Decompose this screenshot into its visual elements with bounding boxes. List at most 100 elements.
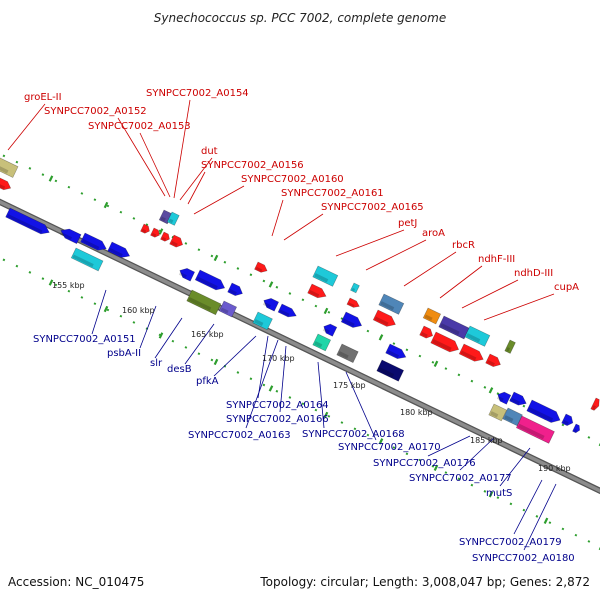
major-tick: [158, 228, 164, 235]
callout-line: [187, 171, 206, 205]
callout-line: [317, 361, 325, 429]
major-tick: [488, 387, 494, 394]
gene-indigo: [438, 315, 470, 340]
gene-blue: [509, 391, 527, 406]
major-tick: [103, 305, 109, 313]
gene-slateblue: [218, 300, 238, 318]
major-tick: [323, 411, 329, 419]
topology-label: Topology: circular; Length: 3,008,047 bp…: [259, 575, 590, 589]
callout-line: [439, 265, 483, 299]
major-tick: [433, 464, 439, 472]
gene-label-lower: pfkA: [196, 376, 219, 387]
callout-line: [483, 293, 555, 321]
gene-label-upper: SYNPCC7002_A0152: [44, 106, 147, 117]
gene-blue: [385, 343, 407, 359]
gene-cyan: [350, 282, 360, 294]
tick-dot: [223, 260, 227, 264]
callout-line: [335, 229, 405, 257]
callout-line: [345, 371, 377, 441]
tick-dot: [262, 383, 266, 387]
gene-label-upper: groEL-II: [24, 92, 62, 103]
tick-dot: [431, 465, 435, 468]
tick-dot: [15, 264, 19, 268]
callout-line: [257, 335, 269, 399]
tick-dot: [119, 314, 123, 318]
gene-label-upper: SYNPCC7002_A0153: [88, 121, 191, 132]
tick-dot: [522, 404, 526, 408]
tick-dot: [288, 396, 292, 399]
callout-line: [365, 239, 427, 271]
tick-dot: [119, 210, 123, 214]
gene-cyan: [312, 265, 339, 287]
gene-olive: [186, 289, 222, 316]
tick-label: 155 kbp: [52, 281, 85, 290]
gene-label-lower: mutS: [486, 488, 512, 499]
gene-red: [485, 353, 501, 367]
tick-dot: [366, 433, 370, 437]
lower-tick-track: [2, 258, 600, 551]
tick-dot: [301, 298, 305, 302]
gene-label-upper: dut: [201, 146, 218, 157]
gene-label-upper: ndhD-III: [514, 268, 553, 279]
major-tick: [158, 332, 164, 339]
tick-dot: [171, 339, 175, 343]
gene-label-lower: SYNPCC7002_A0164: [226, 400, 329, 411]
gene-red: [430, 331, 460, 353]
gene-label-lower: SYNPCC7002_A0170: [338, 442, 441, 453]
gene-red: [346, 297, 360, 308]
tick-dot: [327, 414, 331, 418]
tick-dot: [548, 521, 552, 524]
gene-red: [458, 343, 484, 362]
tick-label: 185 kbp: [470, 436, 503, 445]
gene-blue: [59, 228, 82, 245]
gene-blue: [227, 282, 243, 296]
tick-label: 160 kbp: [122, 306, 155, 315]
tick-dot: [80, 296, 84, 299]
gene-label-lower: SYNPCC7002_A0176: [373, 458, 476, 469]
callout-line: [279, 345, 287, 413]
map-title: Synechococcus sp. PCC 7002, complete gen…: [154, 11, 446, 25]
major-tick: [48, 279, 54, 286]
gene-teal: [312, 333, 332, 352]
gene-red: [372, 309, 396, 327]
major-tick: [323, 307, 329, 315]
tick-dot: [236, 371, 240, 374]
gene-label-lower: desB: [167, 364, 192, 375]
tick-dot: [509, 502, 513, 506]
tick-dot: [15, 160, 19, 164]
label-callouts: [7, 99, 557, 551]
tick-dot: [457, 373, 461, 377]
tick-dot: [2, 154, 6, 158]
gene-magenta: [515, 415, 555, 444]
gene-label-upper: aroA: [422, 228, 445, 239]
tick-dot: [392, 342, 396, 345]
tick-dot: [405, 348, 409, 352]
gene-label-lower: SYNPCC7002_A0180: [472, 553, 575, 564]
tick-label: 170 kbp: [262, 354, 295, 363]
gene-red: [169, 234, 184, 248]
tick-dot: [587, 436, 591, 439]
gene-features: [0, 157, 600, 444]
gene-red: [140, 223, 150, 234]
accession-label: Accession: NC_010475: [8, 575, 144, 589]
tick-label: 175 kbp: [333, 381, 366, 390]
tick-dot: [353, 427, 357, 431]
callout-line: [139, 132, 171, 198]
gene-red: [419, 325, 434, 339]
gene-red: [307, 283, 327, 299]
callout-line: [193, 185, 245, 215]
gene-label-upper: rbcR: [452, 240, 475, 251]
tick-dot: [184, 346, 188, 349]
gene-label-lower: SYNPCC7002_A0166: [226, 414, 329, 425]
callout-line: [139, 305, 157, 349]
tick-dot: [54, 283, 58, 287]
tick-dot: [587, 540, 591, 543]
tick-dot: [249, 273, 253, 277]
major-tick: [378, 334, 384, 341]
tick-dot: [106, 308, 110, 312]
tick-dot: [132, 217, 136, 220]
tick-dot: [236, 267, 240, 270]
callout-line: [523, 483, 557, 551]
gene-cyan: [464, 325, 491, 347]
gene-groel-ii-block: [0, 157, 19, 178]
